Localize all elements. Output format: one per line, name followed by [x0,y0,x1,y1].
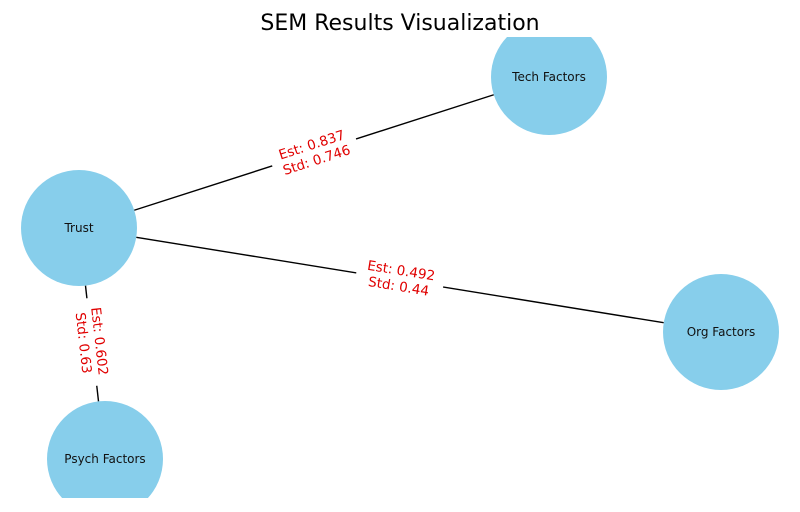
edge-label-background [353,253,447,303]
node-label: Org Factors [687,325,756,339]
edge-label-background [266,121,362,183]
edges-layer [84,94,664,402]
edge-est-label: Est: 0.602 [87,306,111,376]
node-circle [47,401,163,498]
node-label: Psych Factors [64,452,145,466]
node-org: Org Factors [663,274,779,390]
diagram-title: SEM Results Visualization [260,11,539,36]
node-label: Tech Factors [511,70,586,84]
node-trust: Trust [21,170,137,286]
node-circle [663,274,779,390]
edge-std-label: Std: 0.63 [72,312,95,375]
node-psych: Psych Factors [47,401,163,498]
node-label: Trust [63,221,93,235]
node-tech: Tech Factors [491,37,607,135]
edge-label-background [69,296,115,388]
node-circle [491,37,607,135]
node-circle [21,170,137,286]
